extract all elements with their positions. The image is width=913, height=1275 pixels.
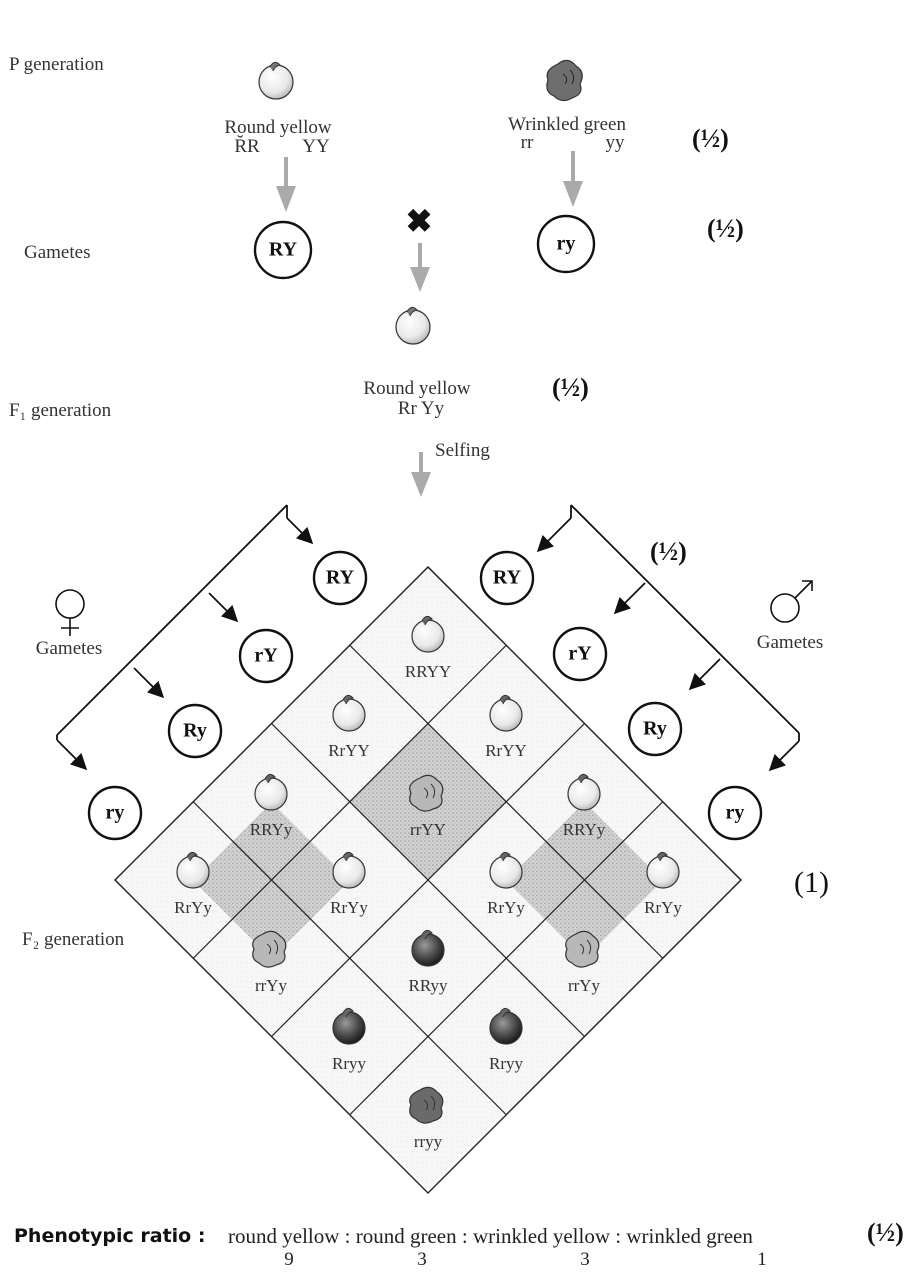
gamete-ry-parent: ry [556,232,576,255]
cell-label: RrYY [328,741,370,760]
f1-genotype: Rr Yy [397,398,445,419]
ratio-number: 3 [580,1249,590,1270]
parent-left-name: Round yellow [224,117,332,138]
female-gamete-circle-Ry [167,703,223,759]
f2-generation-label: F₂ generation [22,929,125,950]
cell-label: RrYy [487,898,525,917]
male-gametes-label: Gametes [756,632,824,653]
ratio-number: 9 [284,1249,294,1270]
score-mark: (½) [707,214,744,243]
female-gamete-Ry: Ry [183,719,207,742]
female-gamete-ry: ry [105,801,125,824]
wrinkled-yellow-seed-icon [409,774,444,812]
round-yellow-seed-icon [332,851,366,889]
gamete-circle-RY-parent [253,220,313,280]
f1-name: Round yellow [363,378,471,399]
female-branch-lines [56,504,314,771]
round-yellow-seed-icon [646,851,680,889]
round-yellow-seed-icon [254,773,288,811]
grey-arrows [276,151,583,497]
wrinkled-yellow-seed-icon [565,930,600,968]
cell-label: Rryy [489,1054,523,1073]
cell-label: rryy [413,1132,443,1151]
cell-label: RrYY [485,741,527,760]
cell-label: rrYy [567,976,601,995]
cell-label: RRyy [408,976,448,995]
f2-gamete-circles [87,550,763,841]
punnett-grid [114,566,742,1194]
f2-seeds [176,615,680,1124]
cell-label: rrYY [410,820,446,839]
wrinkled-green-seed-icon [409,1086,444,1124]
selfing-label: Selfing [435,440,490,461]
male-gamete-circle-ry [707,785,763,841]
phenotypic-ratio-title: Phenotypic ratio : [14,1225,206,1247]
male-gamete-circle-RY [479,550,535,606]
p-seed-wrinkled-green [546,59,583,102]
male-gamete-circle-rY [552,626,608,682]
gametes-label: Gametes [24,242,91,263]
female-gamete-circle-rY [238,628,294,684]
gamete-circle-ry-parent [536,214,596,274]
score-mark: (½) [867,1218,904,1247]
cell-label: Rryy [332,1054,366,1073]
cell-label: RrYy [174,898,212,917]
ratio-number: 1 [757,1249,767,1270]
round-yellow-seed-icon [489,851,523,889]
round-yellow-seed-icon [489,694,523,732]
round-green-seed-icon [332,1007,366,1045]
male-symbol-icon [770,580,813,623]
male-gamete-circle-Ry [627,701,683,757]
round-yellow-seed-icon [411,615,445,653]
p-generation-label: P generation [9,54,104,75]
cell-label: RRYY [404,662,452,681]
parent-left-genotype-y: YY [302,136,330,157]
score-mark: (½) [650,537,687,566]
female-gamete-circle-RY [312,550,368,606]
round-yellow-seed-icon [176,851,210,889]
parent-left-genotype-r: R̆R [234,136,260,157]
male-gamete-Ry: Ry [643,717,667,740]
score-mark: (½) [692,124,729,153]
cross-icon: ✖ [405,203,433,239]
male-gamete-ry: ry [725,801,745,824]
f1-generation-label: F₁ generation [9,400,112,421]
ratio-number: 3 [417,1249,427,1270]
round-green-seed-icon [411,929,445,967]
female-symbol-icon [55,589,85,636]
p-seed-round-yellow [258,61,294,100]
parent-right-name: Wrinkled green [508,114,626,135]
cell-label: RRYy [249,820,293,839]
female-gametes-label: Gametes [35,638,103,659]
wrinkled-yellow-seed-icon [252,930,287,968]
parent-right-genotype-y: yy [605,132,625,153]
f1-seed-round-yellow [395,306,431,345]
cell-label: RrYy [644,898,682,917]
score-mark: (½) [552,373,589,402]
cell-label: RRYy [562,820,606,839]
round-yellow-seed-icon [567,773,601,811]
round-yellow-seed-icon [332,694,366,732]
female-gamete-circle-ry [87,785,143,841]
cell-label: RrYy [330,898,368,917]
parent-right-genotype-r: rr [520,132,534,153]
round-green-seed-icon [489,1007,523,1045]
male-branch-lines [536,504,800,772]
gamete-RY-parent: RY [268,238,298,261]
phenotypic-ratio-text: round yellow : round green : wrinkled ye… [228,1224,753,1248]
female-gamete-rY: rY [254,644,278,667]
male-gamete-RY: RY [492,566,522,589]
score-mark: (1) [794,866,829,899]
male-gamete-rY: rY [568,642,592,665]
female-gamete-RY: RY [325,566,355,589]
cell-label: rrYy [254,976,288,995]
